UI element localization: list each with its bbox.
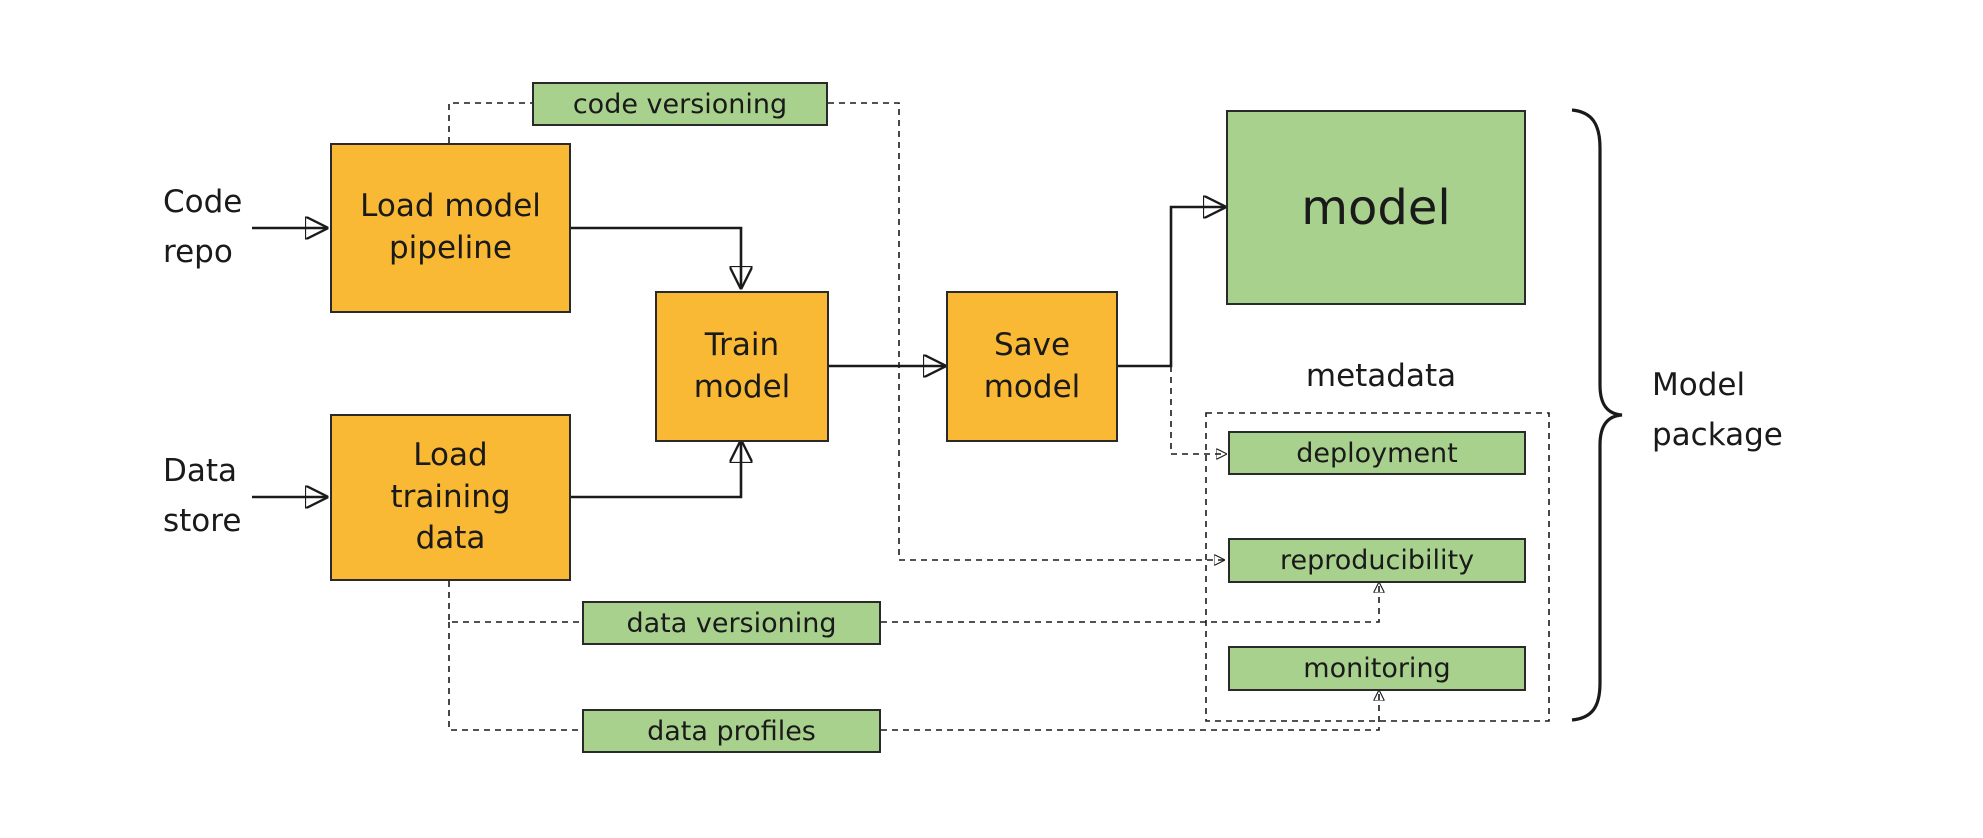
model-box: model (1226, 110, 1526, 305)
dashed-data-profiles-line (448, 622, 582, 731)
monitoring-box: monitoring (1228, 646, 1526, 691)
model-package-label: Model package (1652, 367, 1783, 453)
dashed-data-profiles-to-monitoring (881, 691, 1379, 731)
arrow-save-to-model (1118, 207, 1224, 368)
deployment-box: deployment (1228, 431, 1526, 475)
reproducibility-box: reproducibility (1228, 538, 1526, 583)
data-profiles-box: data profiles (582, 709, 881, 753)
data-store-label: Data store (163, 453, 242, 539)
dashed-data-versioning-to-reproducibility (881, 583, 1379, 623)
arrow-training-data-to-train (571, 442, 741, 499)
model-package-brace (1571, 108, 1623, 722)
dashed-code-versioning-line (448, 102, 532, 143)
data-versioning-box: data versioning (582, 601, 881, 645)
metadata-title: metadata (1305, 358, 1457, 394)
train-model-box: Train model (655, 291, 829, 442)
dashed-save-to-deployment (1170, 366, 1226, 454)
code-repo-label: Code repo (163, 184, 243, 270)
code-versioning-box: code versioning (532, 82, 828, 126)
dashed-data-versioning-line (448, 581, 582, 623)
load-training-data-box: Load training data (330, 414, 571, 581)
arrow-pipeline-to-train (571, 226, 741, 287)
metadata-container (1205, 412, 1550, 722)
dashed-code-versioning-to-reproducibility (828, 102, 1224, 560)
load-model-pipeline-box: Load model pipeline (330, 143, 571, 313)
save-model-box: Save model (946, 291, 1118, 442)
